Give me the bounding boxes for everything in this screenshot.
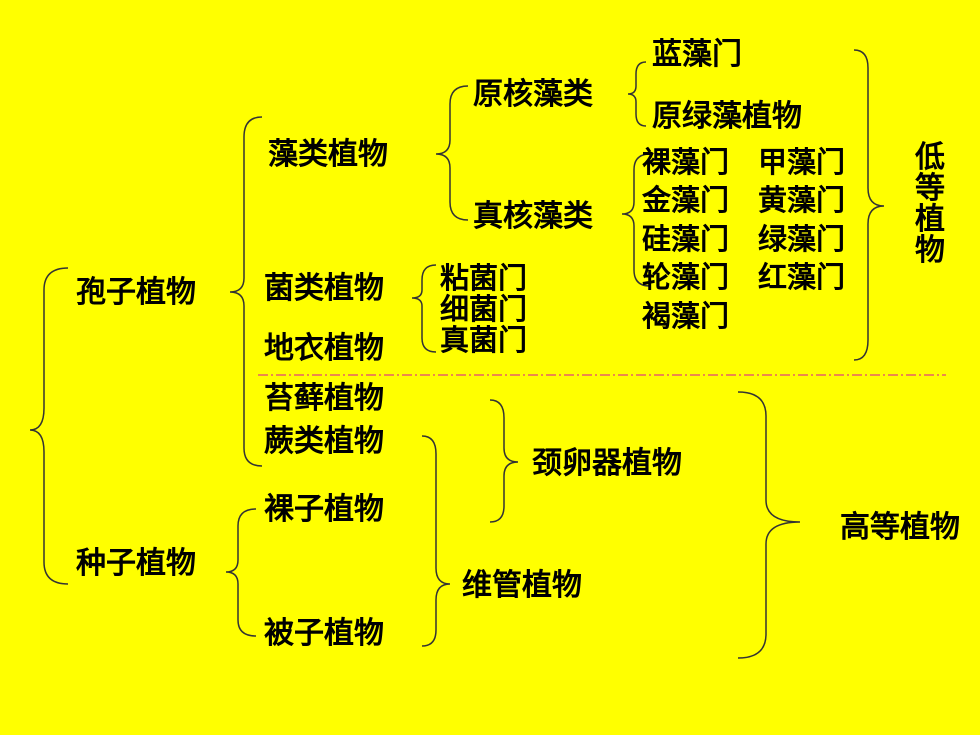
- phylum-pyrrophyta: 甲藻门: [758, 145, 846, 179]
- brace-eukaryotic: [621, 153, 651, 287]
- prokaryotic-algae-label: 原核藻类: [473, 77, 593, 112]
- phylum-rhodophyta: 红藻门: [758, 260, 846, 294]
- phylum-bacteria: 细菌门: [440, 292, 528, 326]
- brace-algae: [435, 85, 469, 221]
- lichen-label: 地衣植物: [264, 331, 384, 366]
- brace-prokaryotic: [627, 61, 647, 127]
- angiosperm-label: 被子植物: [264, 616, 384, 651]
- lower-plants-label: 低等植物: [915, 140, 945, 268]
- brace-spore-plants: [229, 116, 263, 467]
- higher-plants-label: 高等植物: [840, 510, 960, 545]
- phylum-eumycota: 真菌门: [440, 323, 528, 357]
- phylum-charophyta: 轮藻门: [642, 260, 730, 294]
- seed-plants-label: 种子植物: [76, 546, 196, 581]
- phylum-myxomycota: 粘菌门: [440, 261, 528, 295]
- brace-higher-plants: [737, 391, 801, 659]
- brace-plant-kingdom: [29, 267, 69, 585]
- fern-label: 蕨类植物: [264, 424, 384, 459]
- moss-label: 苔藓植物: [264, 381, 384, 416]
- cyanophyta-label: 蓝藻门: [652, 37, 742, 72]
- eukaryotic-algae-label: 真核藻类: [473, 199, 593, 234]
- vascular-label: 维管植物: [462, 568, 582, 603]
- algae-label: 藻类植物: [268, 137, 388, 172]
- phylum-chrysophyta: 金藻门: [642, 183, 730, 217]
- phylum-bacillariophyta: 硅藻门: [642, 222, 730, 256]
- archegoniate-label: 颈卵器植物: [532, 446, 682, 481]
- phylum-chlorophyta: 绿藻门: [758, 222, 846, 256]
- fungi-label: 菌类植物: [264, 271, 384, 306]
- brace-vascular: [421, 435, 451, 647]
- phylum-euglenophyta: 裸藻门: [642, 145, 730, 179]
- brace-lower-plants: [853, 49, 885, 361]
- gymnosperm-label: 裸子植物: [264, 492, 384, 527]
- phylum-phaeophyta: 褐藻门: [642, 299, 730, 333]
- brace-seed-plants: [225, 508, 257, 637]
- prochlorophyta-label: 原绿藻植物: [652, 99, 802, 134]
- brace-archegoniate: [489, 399, 519, 523]
- brace-fungi: [411, 264, 437, 353]
- phylum-xanthophyta: 黄藻门: [758, 183, 846, 217]
- spore-plants-label: 孢子植物: [76, 275, 196, 310]
